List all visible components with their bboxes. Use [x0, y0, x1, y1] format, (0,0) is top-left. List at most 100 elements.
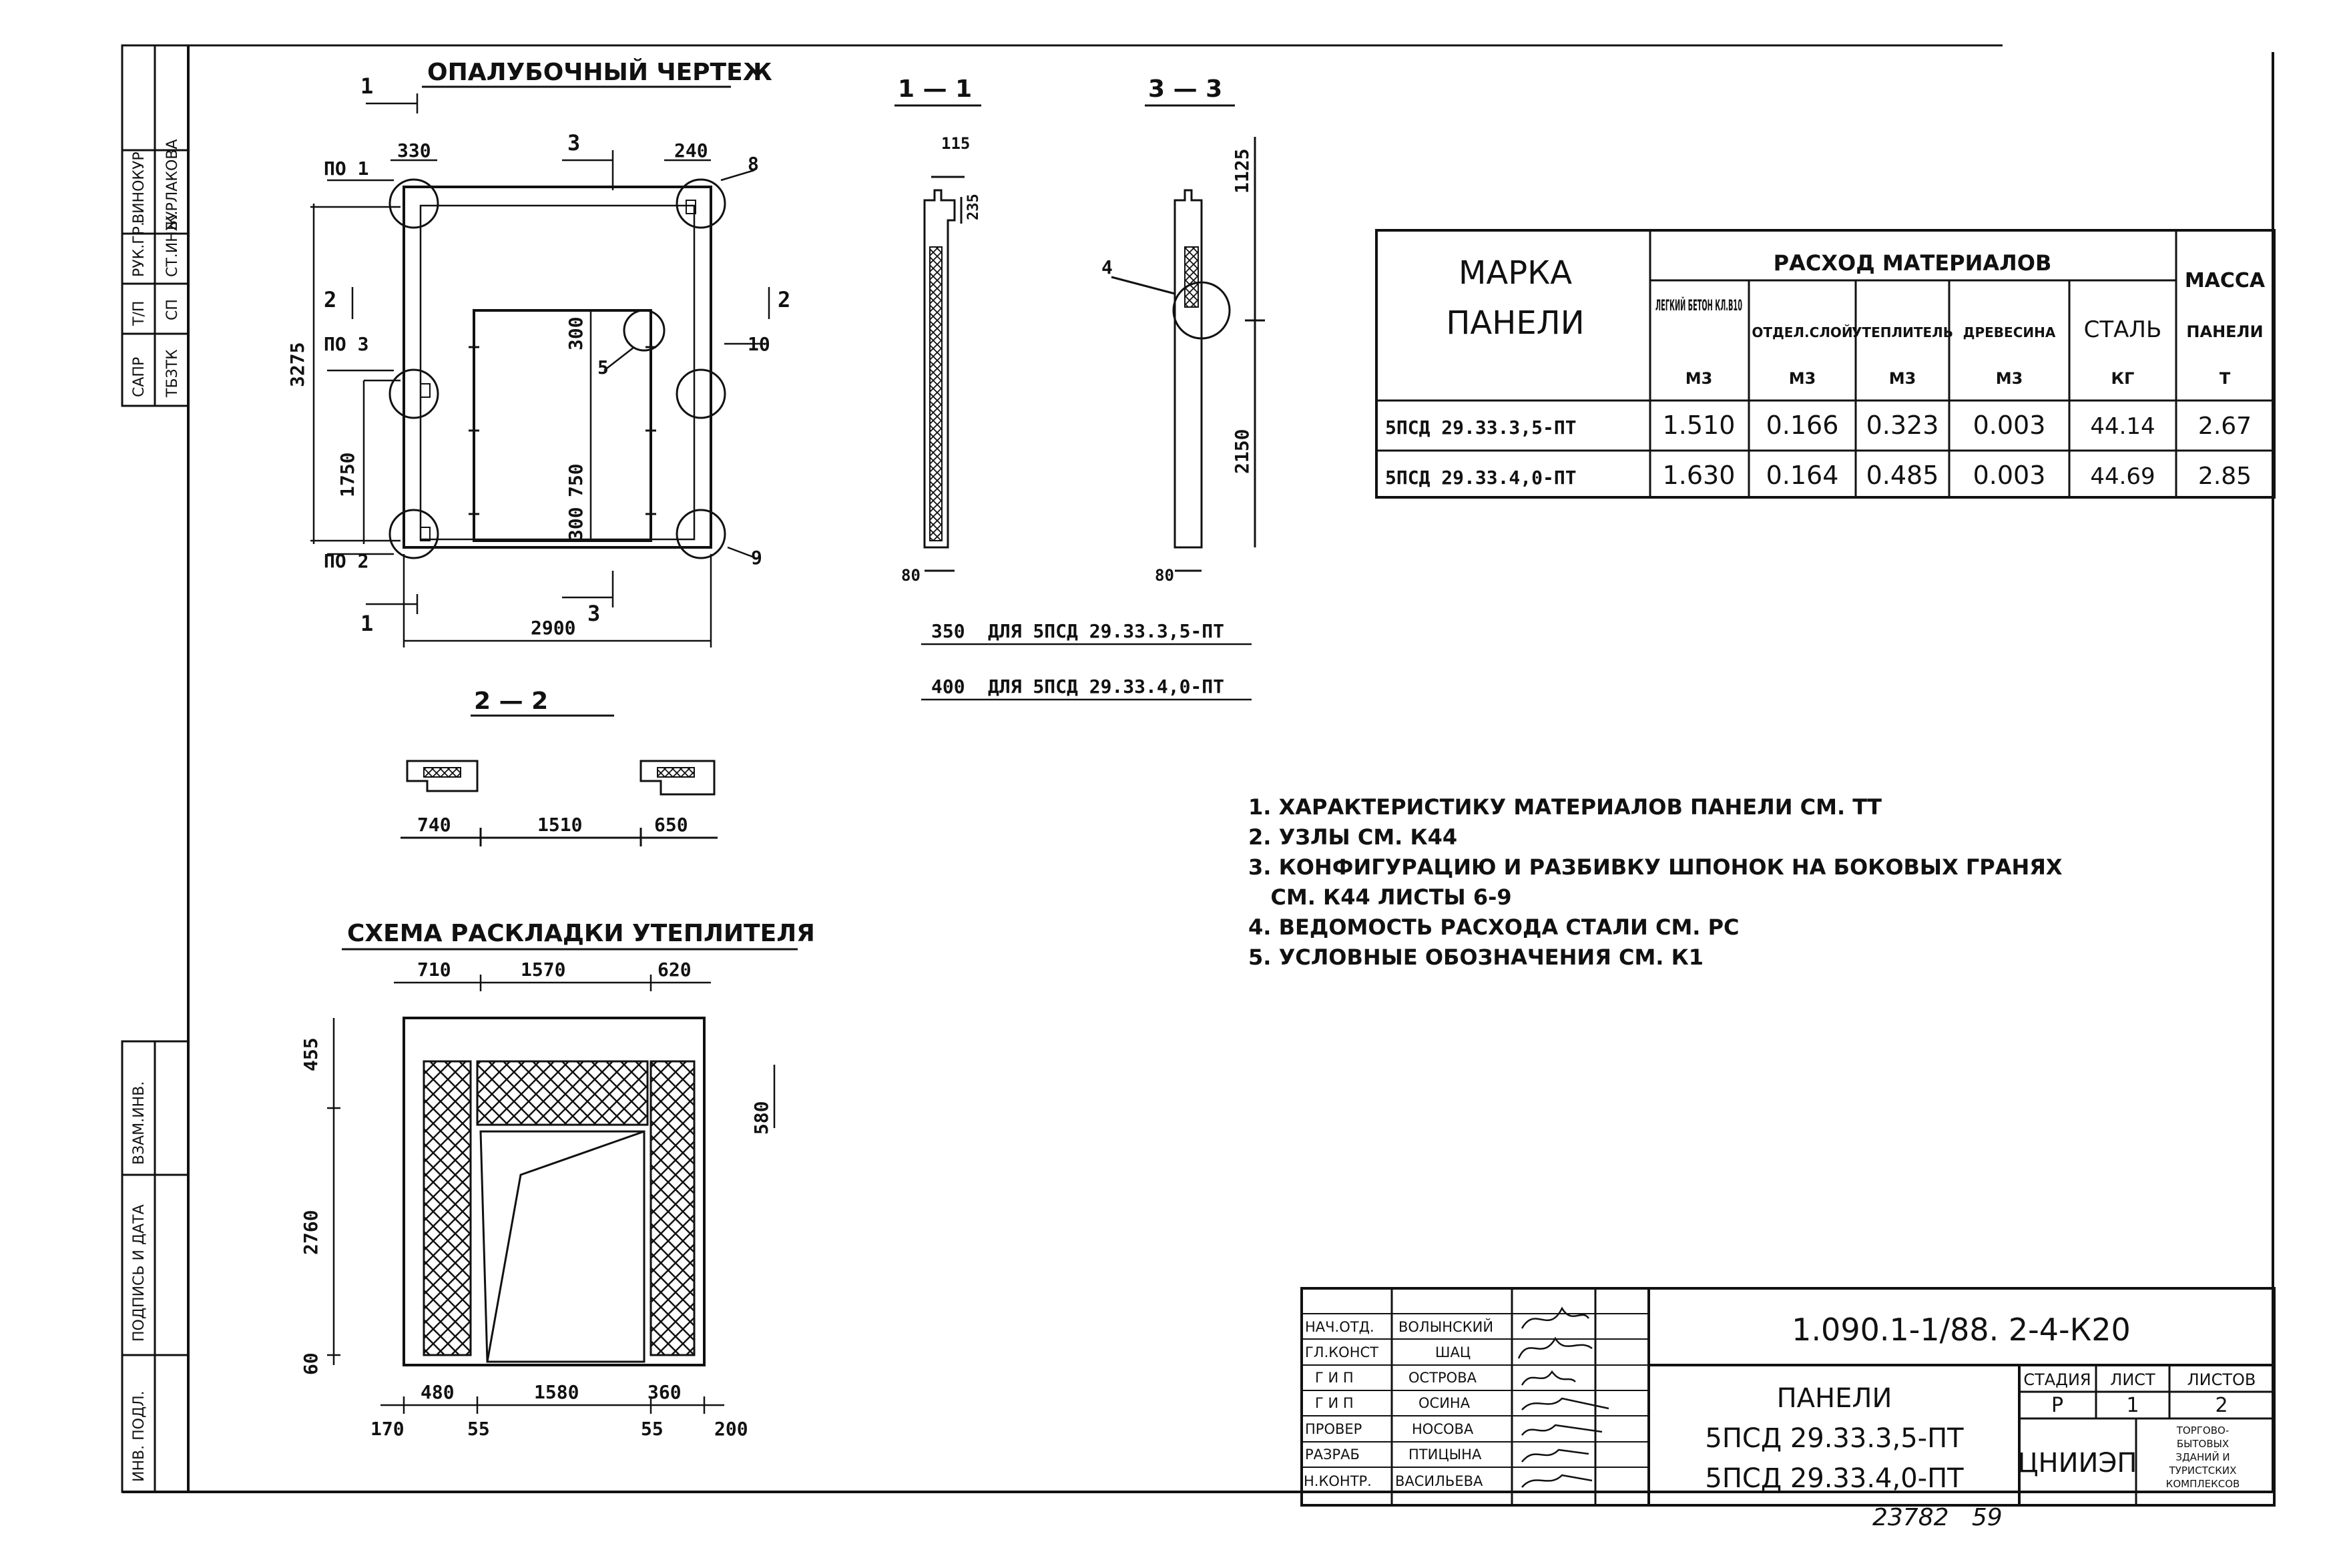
dim-300b: 300 [565, 507, 587, 541]
stamp-cell-stinzh: СТ.ИНЖ. [164, 211, 181, 277]
signer-role-7: Н.КОНТР. [1304, 1473, 1372, 1489]
cut-3-top: 3 [567, 130, 580, 156]
signer-name-5: НОСОВА [1412, 1421, 1474, 1437]
cut-2-right: 2 [778, 287, 790, 312]
insulation-title: СХЕМА РАСКЛАДКИ УТЕПЛИТЕЛЯ [347, 920, 815, 947]
dim-650: 650 [654, 814, 688, 836]
org-desc-5: КОМПЛЕКСОВ [2166, 1478, 2240, 1490]
row-1-steel: 44.14 [2090, 413, 2155, 440]
dim-1580: 1580 [534, 1381, 579, 1403]
formwork-dimensions [310, 93, 770, 647]
variant-1-text: ДЛЯ 5ПСД 29.33.3,5-ПТ [988, 620, 1224, 642]
stamp-cell-podpis: ПОДПИСЬ И ДАТА [131, 1204, 148, 1342]
org-desc-2: БЫТОВЫХ [2177, 1438, 2229, 1450]
dim-235: 235 [965, 194, 982, 220]
archive-number: 23782 59 [1872, 1504, 2003, 1531]
dim-200: 200 [714, 1418, 748, 1440]
row-2-mark: 5ПСД 29.33.4,0-ПТ [1385, 467, 1577, 489]
note-3: 3. КОНФИГУРАЦИЮ И РАЗБИВКУ ШПОНОК НА БОК… [1248, 854, 2063, 880]
org-desc-3: ЗДАНИЙ И [2175, 1451, 2230, 1463]
title-name-2: 5ПСД 29.33.3,5-ПТ [1705, 1423, 1964, 1454]
cut-3-bottom: 3 [587, 601, 600, 626]
section-1-1 [923, 176, 965, 572]
label-10: 10 [748, 333, 770, 355]
dim-710: 710 [417, 959, 451, 981]
org-desc-4: ТУРИСТСКИХ [2169, 1465, 2237, 1477]
stage-header: СТАДИЯ [2023, 1370, 2091, 1389]
dim-240: 240 [674, 140, 708, 162]
table-consumption-header: РАСХОД МАТЕРИАЛОВ [1774, 250, 2052, 276]
row-2-finish: 0.164 [1766, 461, 1839, 490]
label-po3: ПО 3 [324, 333, 368, 355]
section-2-2-title: 2 — 2 [474, 688, 548, 715]
formwork-title: ОПАЛУБОЧНЫЙ ЧЕРТЕЖ [427, 58, 772, 86]
variant-2-text: ДЛЯ 5ПСД 29.33.4,0-ПТ [988, 676, 1224, 698]
dim-2760: 2760 [300, 1210, 322, 1255]
stamp-cell-inv-podl: ИНВ. ПОДЛ. [131, 1390, 148, 1482]
col-wood-unit: М3 [1996, 369, 2023, 388]
dim-300a: 300 [565, 316, 587, 350]
signer-name-3: ОСТРОВА [1408, 1370, 1477, 1386]
col-insul-name: УТЕПЛИТЕЛЬ [1852, 324, 1953, 340]
signer-name-4: ОСИНА [1418, 1395, 1471, 1411]
stamp-cell-vinokur: ВИНОКУР [131, 152, 148, 224]
section-3-3-title: 3 — 3 [1148, 75, 1222, 103]
signer-role-1: НАЧ.ОТД. [1305, 1319, 1374, 1335]
signer-name-1: ВОЛЫНСКИЙ [1398, 1318, 1493, 1335]
dim-55a: 55 [467, 1418, 490, 1440]
label-po2: ПО 2 [324, 550, 368, 572]
dim-330: 330 [397, 140, 431, 162]
col-mass-unit: Т [2220, 369, 2231, 388]
signatures [1517, 1306, 1609, 1488]
stage-value: Р [2051, 1394, 2063, 1417]
sheets-header: ЛИСТОВ [2187, 1370, 2256, 1389]
variant-2-dim: 400 [931, 676, 965, 698]
note-1: 1. ХАРАКТЕРИСТИКУ МАТЕРИАЛОВ ПАНЕЛИ СМ. … [1248, 794, 1882, 820]
row-2-steel: 44.69 [2090, 463, 2155, 490]
sheets-value: 2 [2215, 1394, 2228, 1417]
dim-115: 115 [941, 134, 970, 153]
signer-role-5: ПРОВЕР [1305, 1421, 1362, 1437]
signer-role-4: Г И П [1315, 1395, 1354, 1411]
label-5: 5 [597, 356, 609, 378]
table-mark-header-1: МАРКА [1459, 254, 1572, 292]
row-1-wood: 0.003 [1973, 411, 2046, 440]
col-insul-unit: М3 [1889, 369, 1916, 388]
row-1-insulation: 0.323 [1866, 411, 1939, 440]
signer-role-3: Г И П [1315, 1370, 1354, 1386]
label-8: 8 [748, 153, 759, 175]
note-2: 2. УЗЛЫ СМ. К44 [1248, 824, 1457, 850]
signer-role-2: ГЛ.КОНСТ [1305, 1344, 1378, 1360]
formwork-dim-labels: ПО 1 ПО 3 ПО 2 8 10 9 5 1 1 2 2 3 3 330 … [286, 73, 790, 639]
signer-name-7: ВАСИЛЬЕВА [1395, 1473, 1483, 1489]
row-1-finish: 0.166 [1766, 411, 1839, 440]
dim-360: 360 [647, 1381, 682, 1403]
stamp-cell-burlakova: БУРЛАКОВА [164, 140, 181, 230]
dim-620: 620 [658, 959, 692, 981]
section-3-3 [1111, 137, 1265, 572]
row-1-concrete: 1.510 [1663, 411, 1736, 440]
section-2-2 [401, 760, 718, 846]
col-concrete-unit: М3 [1685, 369, 1713, 388]
title-block-signers: НАЧ.ОТД. ВОЛЫНСКИЙ ГЛ.КОНСТ ШАЦ Г И П ОС… [1304, 1318, 1493, 1489]
row-2-mass: 2.85 [2198, 463, 2252, 490]
dim-80a: 80 [901, 566, 921, 585]
col-mass-name: ПАНЕЛИ [2186, 322, 2263, 341]
left-stamp [121, 44, 190, 1493]
dim-80b: 80 [1155, 566, 1174, 585]
title-name-3: 5ПСД 29.33.4,0-ПТ [1705, 1463, 1964, 1494]
stamp-cell-tp: Т/П [131, 301, 148, 326]
dim-1570: 1570 [521, 959, 565, 981]
dim-580: 580 [750, 1101, 772, 1135]
sheet-header: ЛИСТ [2110, 1370, 2155, 1389]
dim-2900: 2900 [531, 617, 575, 639]
row-1-mass: 2.67 [2198, 413, 2252, 440]
col-finish-name: ОТДЕЛ.СЛОЙ [1752, 324, 1852, 340]
dim-1125: 1125 [1231, 149, 1253, 194]
formwork-panel [388, 178, 726, 559]
col-steel-name: СТАЛЬ [2084, 316, 2162, 343]
row-2-wood: 0.003 [1973, 461, 2046, 490]
col-concrete-name: ЛЕГКИЙ БЕТОН КЛ.В10 [1655, 297, 1742, 314]
label-9: 9 [751, 547, 762, 569]
note-5: 5. УСЛОВНЫЕ ОБОЗНАЧЕНИЯ СМ. К1 [1248, 945, 1704, 970]
